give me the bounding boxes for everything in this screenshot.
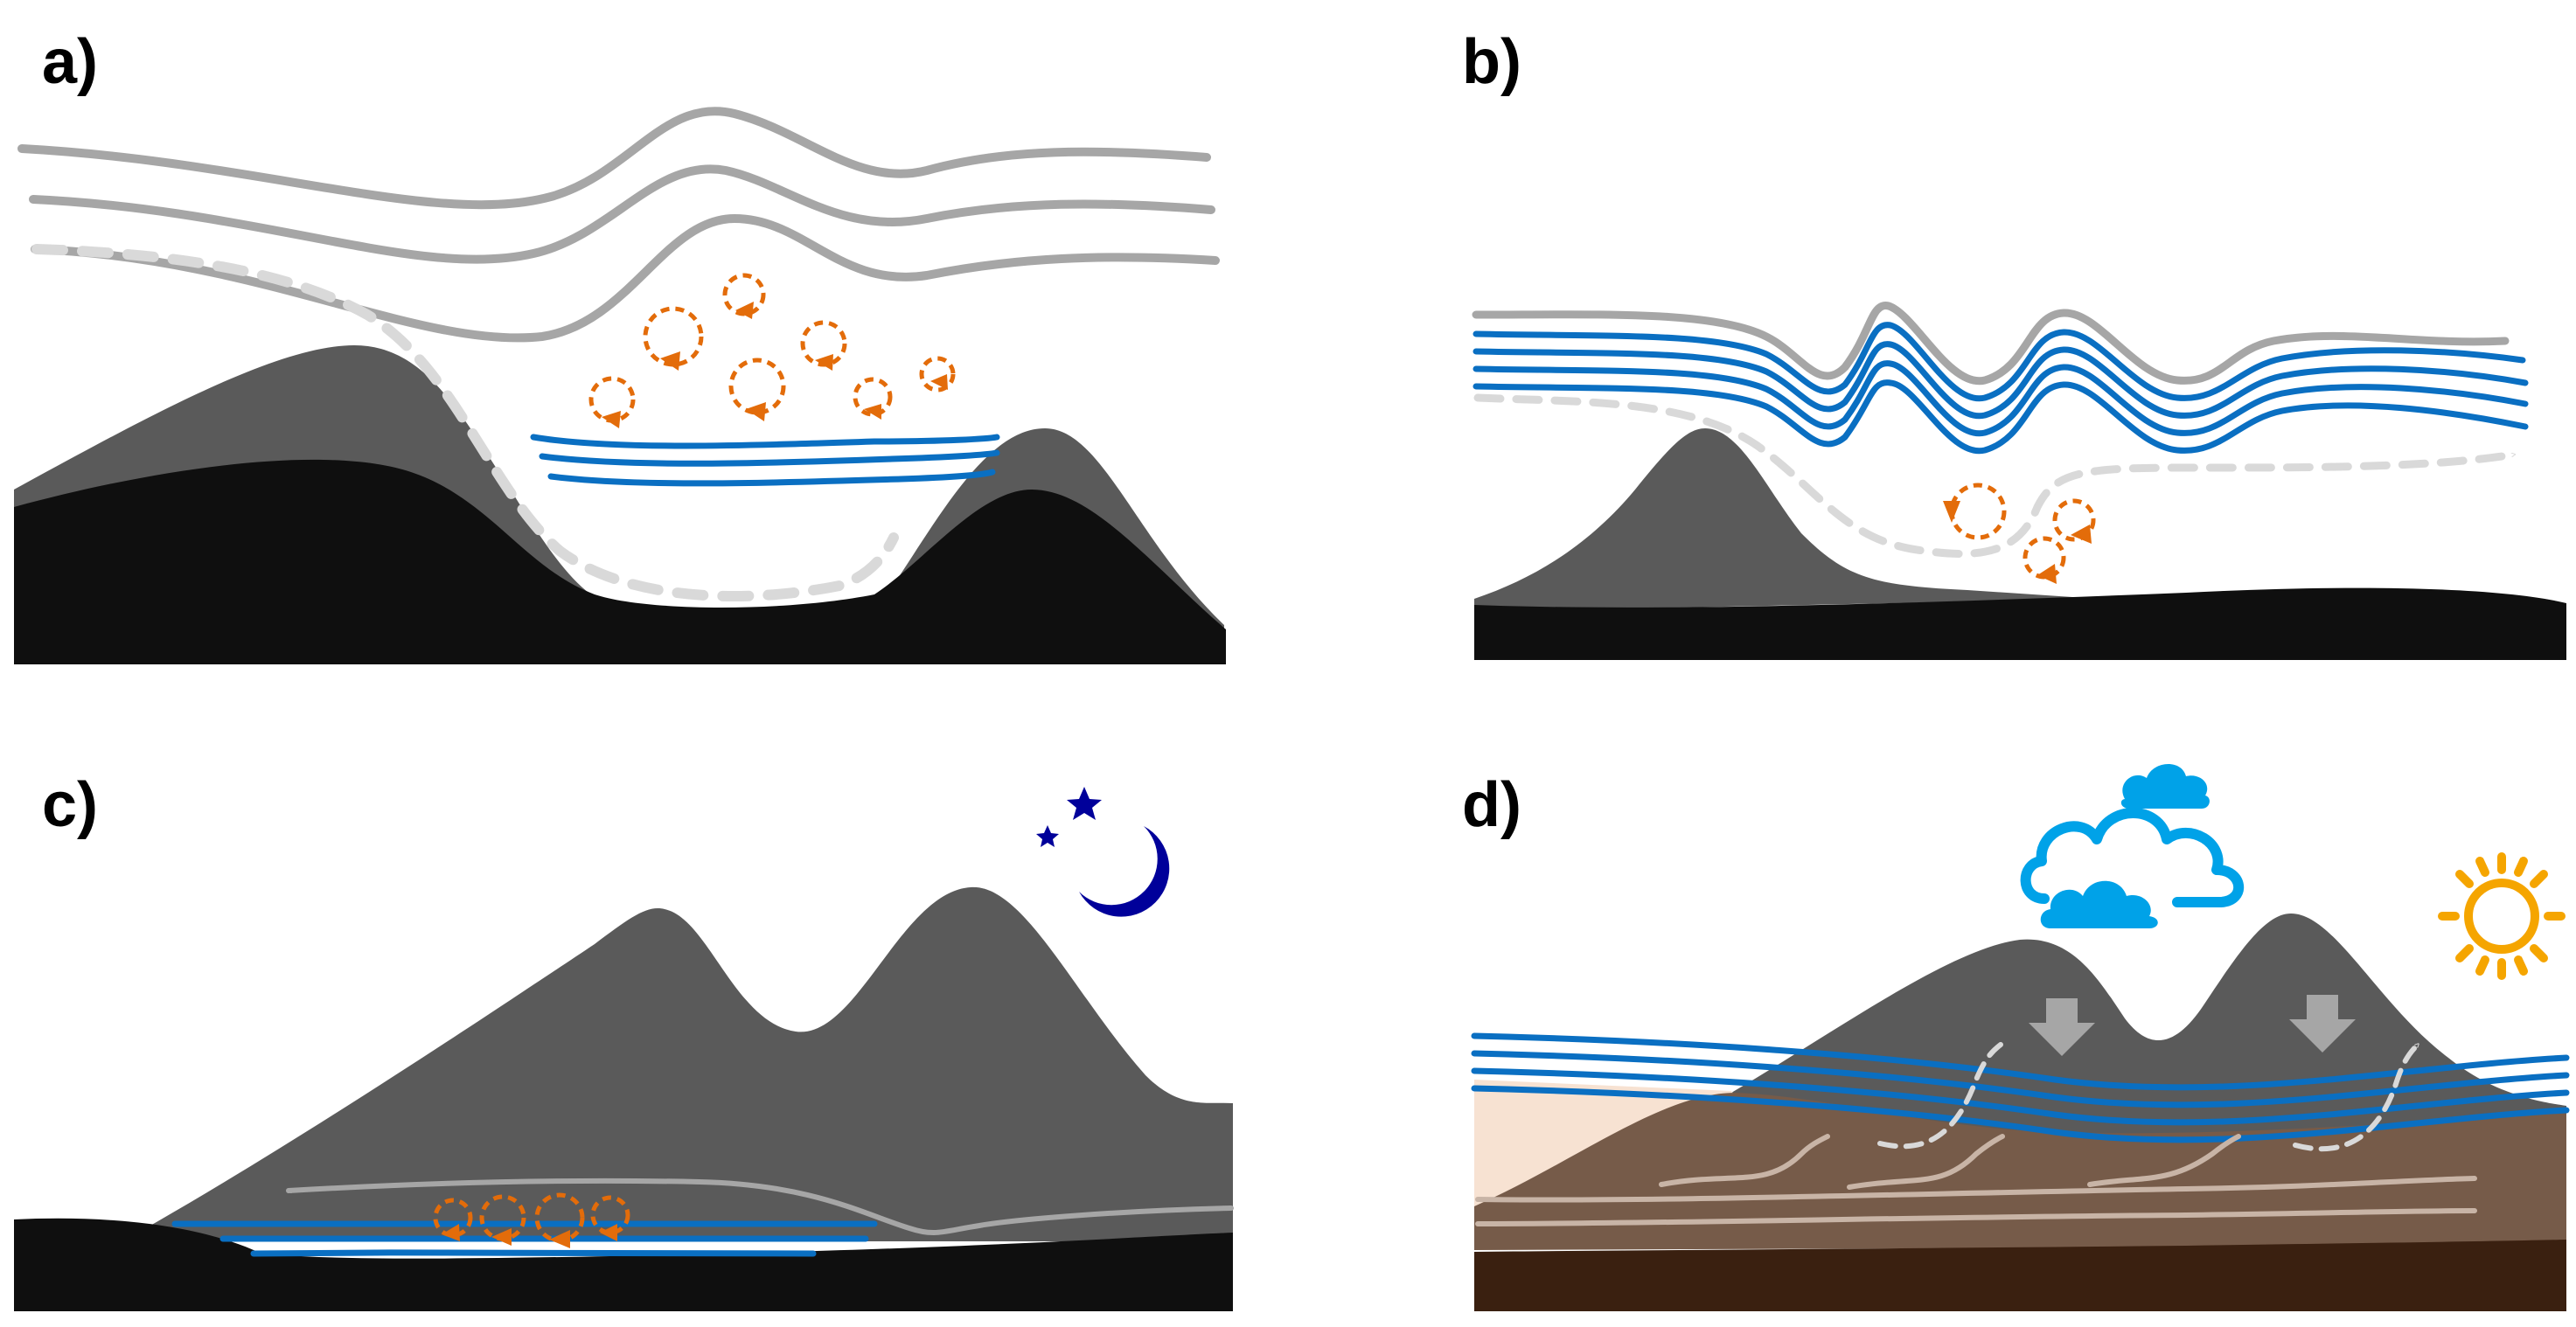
cloud-icon <box>2020 763 2244 928</box>
turbulence-eddies <box>588 273 956 423</box>
valley-ground <box>14 1218 1233 1311</box>
eddy <box>853 377 893 417</box>
eddy-arrowhead <box>600 1224 617 1241</box>
sun-ray <box>2514 857 2528 877</box>
convective-plume <box>2293 1042 2420 1152</box>
cloud-small <box>2120 763 2210 809</box>
sun-ray <box>2475 857 2489 877</box>
eddy-arrowhead <box>491 1228 512 1246</box>
upslope-flow <box>2087 1134 2241 1187</box>
panel-d-label: d) <box>1462 770 1521 840</box>
down-arrow-icon <box>2029 998 2095 1056</box>
stable-layer-line <box>250 1249 817 1257</box>
eddy-arrowhead <box>1943 501 1960 523</box>
stable-layer-line <box>530 434 1000 449</box>
eddy <box>433 1198 473 1238</box>
stable-layer-line <box>539 449 1000 467</box>
crescent-moon-icon <box>1079 826 1170 917</box>
stable-layer <box>1471 1032 2570 1143</box>
eddy-arrowhead <box>864 404 881 420</box>
eddy-arrowhead <box>660 351 680 371</box>
sun-ray <box>2530 944 2548 962</box>
drainage-flow-dashed <box>1473 393 2518 558</box>
eddy-arrowhead <box>549 1230 570 1248</box>
stable-layer-line <box>1472 341 2529 420</box>
panel-c-label: c) <box>42 770 98 840</box>
panel-d: d) <box>1462 763 2570 1311</box>
eddy-arrowhead <box>735 302 754 319</box>
valley-wind-line <box>1475 1176 2477 1203</box>
eddy-arrowhead <box>2071 525 2092 544</box>
plain-ground-b <box>1474 587 2566 660</box>
eddy <box>643 306 704 367</box>
stable-layer-line <box>1471 1050 2570 1108</box>
upper-flow-line <box>17 107 1211 210</box>
sun-ray <box>2530 870 2548 888</box>
valley-wind-line <box>1475 1208 2477 1226</box>
eddy-arrowheads <box>602 302 948 428</box>
return-flow <box>286 1178 1234 1235</box>
stable-layer-line <box>547 469 996 487</box>
sun-ray <box>2455 944 2474 962</box>
eddy <box>2052 498 2096 542</box>
sun-disc <box>2464 879 2539 954</box>
sun-ray <box>2514 955 2528 976</box>
eddy-arrowhead <box>815 354 833 371</box>
valley-ground <box>14 459 1226 664</box>
upslope-flow <box>1847 1134 2005 1190</box>
stable-layer-line <box>1472 379 2529 455</box>
stable-layer-line <box>219 1234 869 1242</box>
cloud-outline <box>2020 808 2244 907</box>
eddy-arrowhead <box>442 1224 460 1241</box>
surface-flows <box>1475 1134 2477 1226</box>
panel-b: b) <box>1462 27 2566 660</box>
eddy-arrowhead <box>930 374 948 390</box>
sun-ray <box>2475 955 2489 976</box>
sun-rays <box>2438 852 2566 980</box>
eddy-arrowhead <box>746 402 766 421</box>
convective-plume <box>1877 1042 2003 1150</box>
dark-soil <box>1474 1240 2566 1311</box>
sun-ray <box>2455 870 2474 888</box>
star-icon <box>1067 787 1102 820</box>
eddy <box>919 356 956 393</box>
stable-layer-line <box>1471 1067 2570 1126</box>
eddy-arrowheads <box>442 1224 617 1248</box>
stable-layer-line <box>1472 322 2526 402</box>
eddy <box>590 1195 630 1235</box>
panel-c: c) <box>14 770 1234 1311</box>
panel-b-label: b) <box>1462 27 1521 97</box>
star-icon <box>1036 825 1059 847</box>
eddy-arrowheads <box>1943 501 2092 584</box>
sun-icon <box>2438 852 2566 980</box>
convective-plumes <box>1877 1042 2420 1152</box>
stable-layer-line <box>1471 1085 2570 1143</box>
mountain-b <box>1474 428 2099 612</box>
upper-flow-line <box>31 213 1220 343</box>
mountain-c <box>122 886 1233 1241</box>
stable-layer-line <box>171 1219 878 1227</box>
stable-layer-line <box>1472 360 2529 437</box>
eddy <box>728 358 786 415</box>
stable-layer <box>1472 322 2529 455</box>
panel-a-label: a) <box>42 27 98 97</box>
down-arrow-icon <box>2289 995 2356 1053</box>
stable-layer-line <box>1471 1032 2570 1091</box>
cloud-filled <box>2040 880 2158 928</box>
eddy-arrowhead <box>2037 564 2057 584</box>
upper-flow-line <box>1472 302 2510 386</box>
drainage-flow-dashed <box>31 244 899 601</box>
upslope-flow <box>1659 1134 1830 1187</box>
panel-a: a) <box>14 27 1226 664</box>
eddy-arrowhead <box>602 411 621 428</box>
upper-flow-line <box>29 164 1215 264</box>
eddy <box>1949 483 2007 540</box>
